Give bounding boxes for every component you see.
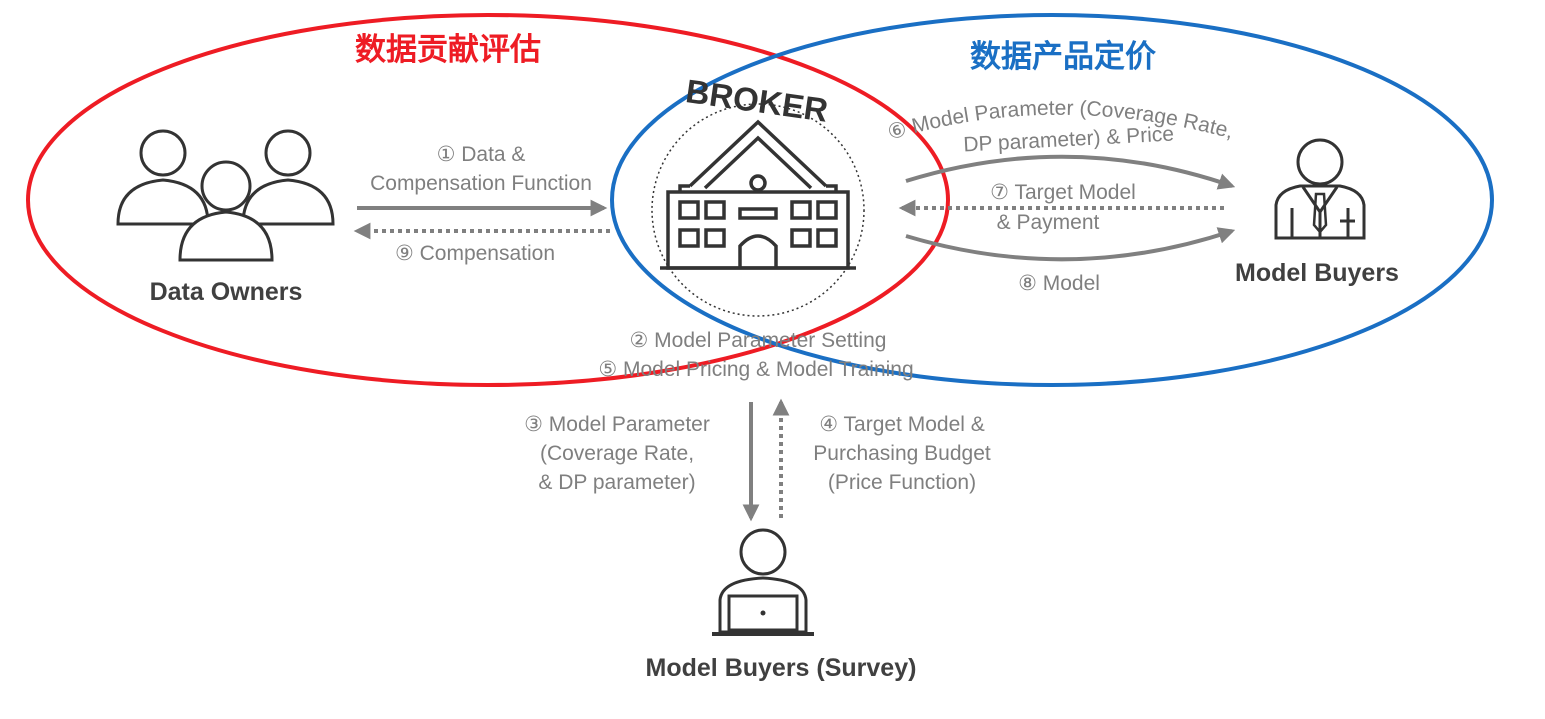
flow-2-label: ② Model Parameter Setting [630, 329, 887, 352]
contribution-evaluation-region [26, 13, 950, 387]
flow-4-label-line2: Purchasing Budget [813, 442, 991, 465]
flow-4-label-line1: ④ Target Model & [819, 413, 985, 436]
laptop-user-icon [712, 528, 814, 636]
flow-9-label: ⑨ Compensation [395, 242, 555, 265]
arrow-params-to-buyers [905, 154, 1236, 190]
flow-5-label: ⑤ Model Pricing & Model Training [598, 358, 913, 381]
flow-4-label-line3: (Price Function) [828, 471, 976, 494]
model-buyers-label: Model Buyers [1235, 259, 1399, 287]
broker-label: BROKER [684, 72, 831, 129]
product-pricing-region [610, 13, 1494, 387]
flow-6-label-line2: DP parameter) & Price [963, 123, 1175, 157]
flow-3-label-line3: & DP parameter) [538, 471, 695, 494]
flow-7-label-line2: & Payment [997, 211, 1100, 234]
businessman-icon [1274, 138, 1366, 240]
flow-3-label-line2: (Coverage Rate, [540, 442, 694, 465]
building-icon [660, 119, 856, 270]
flow-1-label-line1: ① Data & [437, 143, 526, 166]
broker-circle [651, 103, 865, 317]
flow-8-label: ⑧ Model [1018, 272, 1100, 295]
people-group-icon [116, 129, 335, 262]
flow-3-label-line1: ③ Model Parameter [524, 413, 710, 436]
data-owners-label: Data Owners [150, 278, 303, 306]
region-title-right: 数据产品定价 [970, 39, 1156, 75]
survey-buyers-label: Model Buyers (Survey) [646, 654, 917, 682]
flow-7-label-line1: ⑦ Target Model [990, 181, 1136, 204]
flow-1-label-line2: Compensation Function [370, 172, 592, 195]
arrow-model-to-buyers [905, 227, 1236, 262]
region-title-left: 数据贡献评估 [355, 32, 541, 68]
